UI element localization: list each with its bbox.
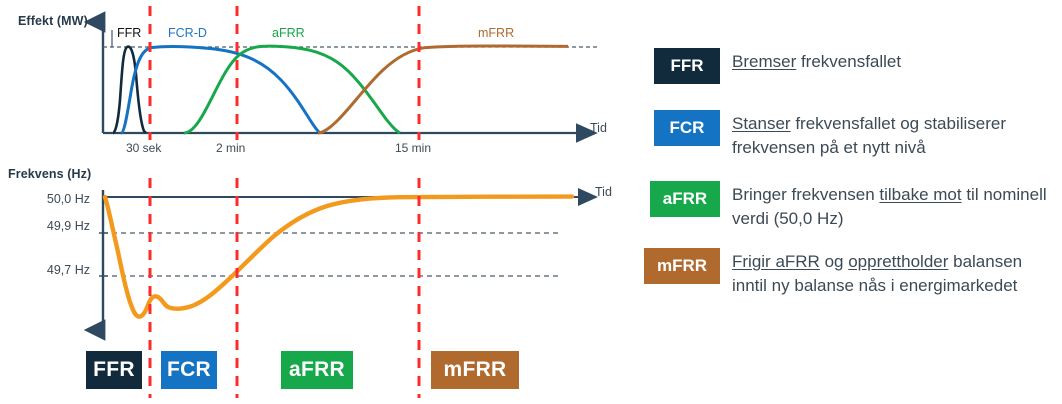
legend-item-afrr: aFRR Bringer frekvensen tilbake mot til … <box>640 181 1050 231</box>
category-box-fcr: FCR <box>161 351 217 389</box>
category-box-mfrr: mFRR <box>431 351 519 389</box>
category-box-ffr: FFR <box>86 351 142 389</box>
xtick-30sek: 30 sek <box>126 141 162 155</box>
charts-svg <box>83 6 600 398</box>
legend-text-afrr: til nominell verdi (50,0 Hz) <box>732 185 1047 228</box>
legend-emphasis-afrr: tilbake mot <box>879 185 962 204</box>
legend-text-ffr: frekvensfallet <box>796 52 902 71</box>
xtick-15min: 15 min <box>395 141 432 155</box>
category-box-afrr: aFRR <box>281 351 353 389</box>
legend-description-fcr: Stanser frekvensfallet og stabiliserer f… <box>732 110 1050 160</box>
power-curve-mfrr <box>317 44 569 135</box>
charts-panel: Effekt (MW) Frekvens (Hz) Tid Tid 30 sek… <box>8 6 612 398</box>
power-curve-afrr <box>183 44 401 135</box>
series-label-fcrd: FCR-D <box>168 26 207 40</box>
power-x-axis-title: Tid <box>590 121 607 135</box>
legend-description-mfrr: Frigir aFRR og opprettholder balansen in… <box>732 248 1050 298</box>
frequency-chart <box>83 178 598 398</box>
xtick-2min: 2 min <box>216 141 246 155</box>
legend-emphasis-ffr: Bremser <box>732 52 797 71</box>
legend-emphasis-fcr: Stanser <box>732 114 791 133</box>
legend-badge-ffr: FFR <box>654 48 720 84</box>
legend-badge-fcr: FCR <box>654 110 720 146</box>
legend-description-afrr: Bringer frekvensen tilbake mot til nomin… <box>732 181 1050 231</box>
legend-badge-mfrr: mFRR <box>644 248 720 284</box>
legend-badge-afrr: aFRR <box>650 181 720 217</box>
ytick-49-9hz: 49,9 Hz <box>46 219 90 233</box>
power-curve-fcrd <box>120 45 322 135</box>
legend-item-mfrr: mFRR Frigir aFRR og opprettholder balans… <box>640 248 1050 298</box>
frequency-response-curve <box>102 194 575 319</box>
power-chart <box>83 6 600 143</box>
legend-text-mfrr: balansen inntil ny balanse nås i energim… <box>732 252 1023 295</box>
power-curve-ffr <box>112 45 147 135</box>
legend-item-ffr: FFR Bremser frekvensfallet <box>640 48 901 84</box>
legend-emphasis-mfrr: Frigir aFRR <box>732 252 820 271</box>
series-label-ffr: FFR <box>117 26 142 40</box>
frequency-x-axis-title: Tid <box>595 185 612 199</box>
ytick-49-7hz: 49,7 Hz <box>46 263 90 277</box>
legend-panel: FFR Bremser frekvensfallet FCR Stanser f… <box>640 0 1062 404</box>
ytick-50-0hz: 50,0 Hz <box>46 192 90 206</box>
legend-description-ffr: Bremser frekvensfallet <box>732 48 901 74</box>
legend-mid-mfrr: og <box>819 252 849 271</box>
legend-lead-afrr: Bringer frekvensen <box>732 185 880 204</box>
series-label-afrr: aFRR <box>272 26 305 40</box>
legend-text-fcr: frekvensfallet og stabiliserer frekvense… <box>732 114 1007 157</box>
legend-emphasis2-mfrr: opprettholder <box>848 252 949 271</box>
series-label-mfrr: mFRR <box>478 26 515 40</box>
legend-item-fcr: FCR Stanser frekvensfallet og stabiliser… <box>640 110 1050 160</box>
power-y-axis-title: Effekt (MW) <box>18 14 88 28</box>
frequency-y-axis-title: Frekvens (Hz) <box>8 167 92 181</box>
